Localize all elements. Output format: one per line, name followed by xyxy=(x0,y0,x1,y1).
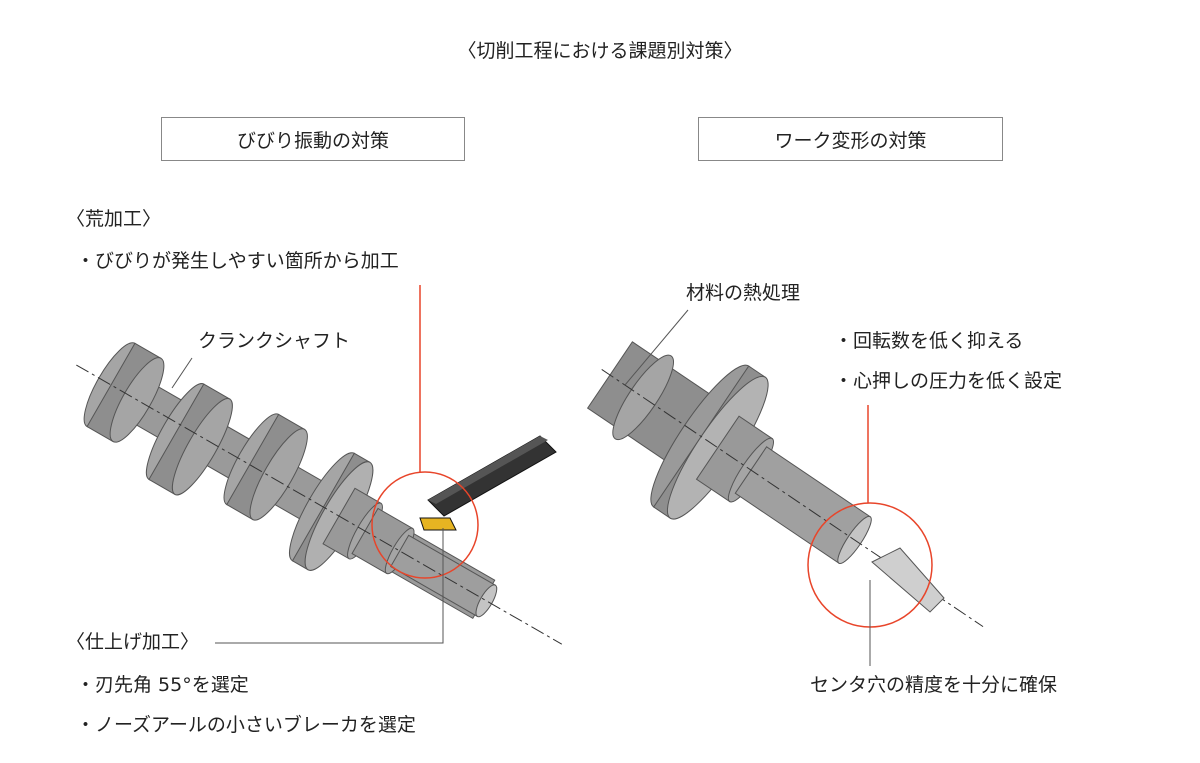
finish-item: ・刃先角 55°を選定 xyxy=(76,674,249,696)
rough-item: ・びびりが発生しやすい箇所から加工 xyxy=(76,250,399,272)
finish-item: ・ノーズアールの小さいブレーカを選定 xyxy=(76,714,416,736)
heat-label: 材料の熱処理 xyxy=(686,282,801,304)
crankshaft-left xyxy=(76,342,563,645)
heading-deformation: ワーク変形の対策 xyxy=(698,117,1003,161)
finish-label: 〈仕上げ加工〉 xyxy=(66,631,200,653)
cutting-tool xyxy=(427,435,557,517)
page-title: 〈切削工程における課題別対策〉 xyxy=(457,40,743,62)
highlight-circle-left xyxy=(371,471,479,579)
heading-chatter: びびり振動の対策 xyxy=(161,117,465,161)
insert xyxy=(419,517,457,531)
deformation-item: ・心押しの圧力を低く設定 xyxy=(834,370,1063,392)
rough-label: 〈荒加工〉 xyxy=(66,208,162,230)
deformation-item: ・回転数を低く抑える xyxy=(834,330,1024,352)
tailstock-center xyxy=(871,547,945,613)
part-label: クランクシャフト xyxy=(198,330,351,352)
crankshaft-right xyxy=(586,341,984,628)
center-label: センタ穴の精度を十分に確保 xyxy=(810,674,1058,696)
